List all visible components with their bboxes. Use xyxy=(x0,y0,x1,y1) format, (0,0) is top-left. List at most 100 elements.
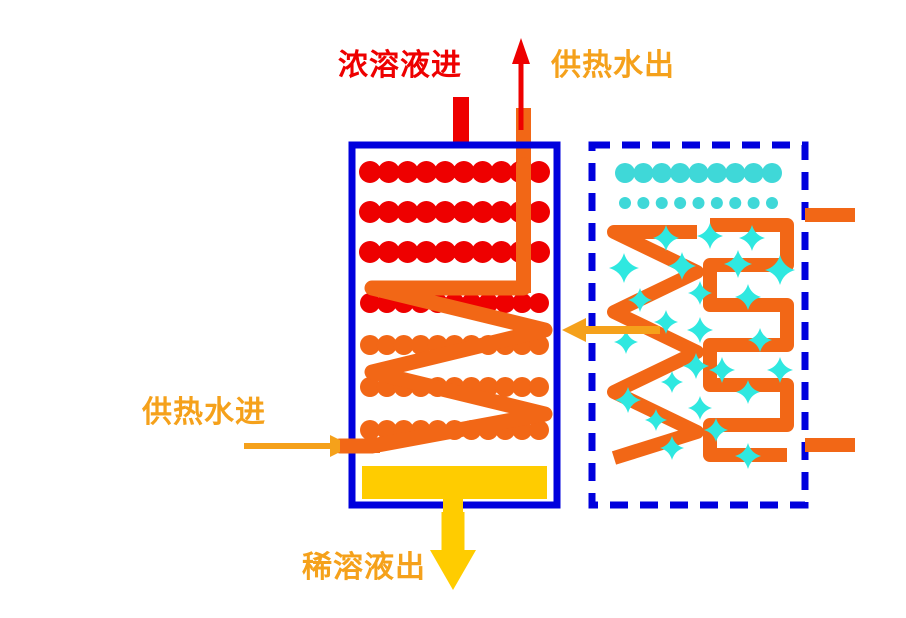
evaporator-coil-right xyxy=(703,218,794,462)
dilute-solution-droplet-row xyxy=(512,377,533,397)
strong-solution-droplet-row xyxy=(434,201,457,223)
strong-solution-droplet-row xyxy=(396,241,419,263)
dilute-solution-out-arrow-head xyxy=(430,550,476,590)
strong-solution-droplet-row xyxy=(359,201,381,223)
vapor-transfer-arrow-head xyxy=(562,318,586,342)
boiling-sparkle xyxy=(645,409,667,431)
strong-solution-droplet-row xyxy=(490,201,513,223)
strong-solution-droplet-row xyxy=(396,161,419,183)
strong-solution-droplet-row xyxy=(452,161,475,183)
strong-solution-droplet-row xyxy=(471,161,494,183)
heating-water-out-arrow-shaft xyxy=(518,48,524,130)
evaporator-dashed-box xyxy=(588,141,809,509)
dilute-solution-droplet-row xyxy=(360,377,380,397)
vapor-dot-row-small xyxy=(655,197,668,209)
boiling-sparkle xyxy=(739,225,765,251)
boiling-sparkle xyxy=(654,310,678,334)
vapor-dot-row-small xyxy=(766,197,778,209)
boiling-sparkle xyxy=(736,380,760,404)
strong-solution-droplet-row xyxy=(512,293,533,313)
strong-solution-droplet-row xyxy=(415,241,438,263)
absorber-heat-exchanger-coil xyxy=(332,157,553,454)
vapor-dot-row-small xyxy=(619,197,631,209)
heating-water-in-arrow-shaft xyxy=(244,443,330,449)
dilute-solution-out-arrow xyxy=(430,512,476,590)
boiling-sparkle xyxy=(628,288,652,312)
evaporator-box-group xyxy=(588,141,809,509)
heating-water-inlet-stub xyxy=(340,440,380,453)
vapor-dot-row-small xyxy=(729,197,742,209)
strong-solution-droplet-row xyxy=(452,241,475,263)
strong-solution-droplet-row xyxy=(529,293,549,313)
vapor-dot-row-large xyxy=(762,163,782,183)
dilute-solution-droplet-row xyxy=(529,420,549,440)
boiling-sparkle xyxy=(735,284,761,310)
strong-solution-droplet-row xyxy=(359,241,381,263)
strong-solution-droplet-row xyxy=(415,161,438,183)
vapor-dot-row-large xyxy=(688,163,709,183)
boiling-sparkle xyxy=(668,252,696,280)
dilute-solution-droplet-row xyxy=(360,420,380,440)
boiling-sparkle xyxy=(724,250,752,278)
boiling-sparkle xyxy=(735,443,761,469)
evaporator-side-tab-bottom xyxy=(805,438,855,452)
strong-solution-droplet-row xyxy=(528,241,550,263)
boiling-sparkle xyxy=(683,353,709,379)
strong-solution-droplet-row xyxy=(377,161,400,183)
arrows-group xyxy=(244,38,660,590)
heating-water-out-arrow xyxy=(512,38,530,130)
strong-solution-droplet-row xyxy=(434,241,457,263)
boiling-sparkle xyxy=(697,223,723,249)
label-heating-water-in: 供热水进 xyxy=(142,395,266,430)
label-heating-water-out: 供热水出 xyxy=(551,48,675,83)
side-tabs-group xyxy=(805,208,855,452)
vapor-dot-row-large xyxy=(670,163,691,183)
boiling-sparkle xyxy=(653,225,679,251)
strong-solution-droplet-row xyxy=(452,201,475,223)
boiling-sparkle xyxy=(661,371,683,393)
label-strong-solution-in: 浓溶液进 xyxy=(338,48,462,83)
strong-solution-droplet-row xyxy=(415,201,438,223)
dilute-solution-droplet-row xyxy=(360,335,380,355)
evaporator-side-tab-top xyxy=(805,208,855,222)
vapor-dot-row-small xyxy=(692,197,705,209)
strong-solution-droplet-row xyxy=(377,201,400,223)
dilute-solution-droplet-row xyxy=(529,377,549,397)
boiling-sparkle xyxy=(765,255,795,285)
strong-solution-droplet-row xyxy=(495,293,516,313)
vapor-dot-row-small xyxy=(747,197,760,209)
vapor-dot-row-large xyxy=(651,163,672,183)
boiling-sparkle xyxy=(688,281,712,305)
dilute-solution-droplet-row xyxy=(393,335,414,355)
boiling-sparkle xyxy=(709,357,735,383)
strong-solution-droplet-row xyxy=(359,161,381,183)
strong-solution-droplet-row xyxy=(490,241,513,263)
dilute-solution-droplet-row xyxy=(376,335,397,355)
vapor-dot-row-large xyxy=(743,163,764,183)
vapor-dot-row-large xyxy=(615,163,635,183)
label-dilute-solution-out: 稀溶液出 xyxy=(302,550,426,585)
dilute-solution-droplet-row xyxy=(410,335,431,355)
vapor-dot-row-small xyxy=(637,197,650,209)
vapor-dot-row-small xyxy=(674,197,687,209)
strong-solution-droplet-row xyxy=(471,241,494,263)
boiling-sparkle xyxy=(615,387,641,413)
vapor-dot-row-large xyxy=(706,163,727,183)
strong-solution-droplet-row xyxy=(490,161,513,183)
vapor-transfer-arrow xyxy=(562,318,660,342)
heating-water-in-arrow xyxy=(244,435,352,457)
strong-solution-droplet-row xyxy=(471,201,494,223)
boiling-sparkle xyxy=(614,330,638,354)
boiling-sparkle xyxy=(748,328,772,352)
strong-solution-droplet-row xyxy=(434,161,457,183)
boiling-sparkle xyxy=(609,253,639,283)
sparkles-group xyxy=(609,223,795,469)
strong-solution-droplet-row xyxy=(396,201,419,223)
dilute-solution-out-arrow-shaft xyxy=(441,512,465,550)
vapor-transfer-arrow-shaft xyxy=(586,326,660,334)
vapor-dot-row-large xyxy=(725,163,746,183)
absorber-coil-group xyxy=(332,157,553,454)
dilute-solution-droplet-row xyxy=(495,377,516,397)
